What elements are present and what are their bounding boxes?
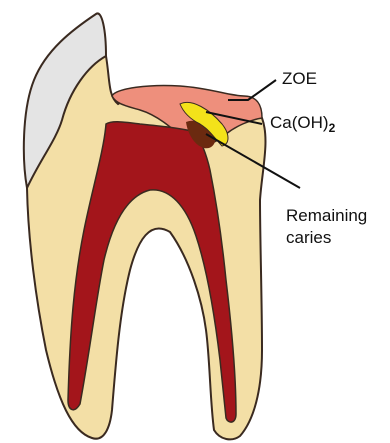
caoh-label: Ca(OH)2 (270, 113, 336, 135)
zoe-label: ZOE (282, 69, 317, 88)
caoh-label-sub: 2 (329, 121, 336, 135)
remaining-caries-label-line2: caries (286, 228, 331, 247)
remaining-caries-label-line1: Remaining (286, 206, 367, 225)
caoh-label-main: Ca(OH) (270, 113, 329, 132)
